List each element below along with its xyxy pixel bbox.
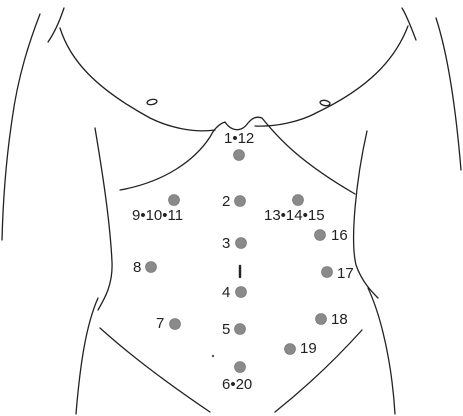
- label-point-17: 17: [337, 266, 354, 282]
- right-torso-side: [354, 131, 378, 298]
- label-point-18: 18: [331, 312, 348, 328]
- label-point-4: 4: [222, 285, 230, 301]
- label-point-8: 8: [133, 260, 141, 276]
- point-8-dot: [146, 262, 157, 273]
- point-13-14-15-dot: [293, 195, 304, 206]
- point-9-10-11-dot: [169, 195, 180, 206]
- left-shoulder-line: [60, 28, 215, 131]
- label-point-6-20: 6•20: [222, 377, 252, 393]
- left-neck-line: [48, 8, 64, 42]
- left-inguinal-line: [100, 328, 210, 412]
- right-nipple: [320, 100, 331, 107]
- label-point-3: 3: [222, 236, 230, 252]
- point-19-dot: [285, 344, 296, 355]
- label-point-5: 5: [222, 322, 230, 338]
- label-point-7: 7: [156, 316, 164, 332]
- point-6-20-dot: [235, 362, 246, 373]
- point-16-dot: [315, 230, 326, 241]
- left-hip-line: [76, 298, 98, 414]
- point-1-12-dot: [234, 150, 245, 161]
- label-point-16: 16: [331, 228, 348, 244]
- left-torso-side: [95, 128, 112, 310]
- point-17-dot: [322, 267, 333, 278]
- point-4-dot: [236, 287, 247, 298]
- right-arm-outer-line: [436, 18, 461, 170]
- label-point-9-10-11: 9•10•11: [132, 208, 183, 224]
- left-nipple: [147, 98, 158, 105]
- point-5-dot: [235, 324, 246, 335]
- label-point-19: 19: [300, 341, 317, 357]
- point-18-dot: [316, 314, 327, 325]
- right-hip-line: [368, 288, 395, 414]
- label-point-2: 2: [222, 194, 230, 210]
- point-7-dot: [170, 319, 181, 330]
- point-2-dot: [235, 196, 246, 207]
- label-point-13-14-15: 13•14•15: [264, 208, 325, 224]
- left-arm-outer-line: [2, 14, 40, 240]
- label-point-1-12: 1•12: [224, 131, 254, 147]
- right-shoulder-line: [255, 26, 408, 126]
- point-3-dot: [236, 238, 247, 249]
- right-inguinal-line: [275, 330, 362, 412]
- small-dot-mark: [212, 355, 214, 357]
